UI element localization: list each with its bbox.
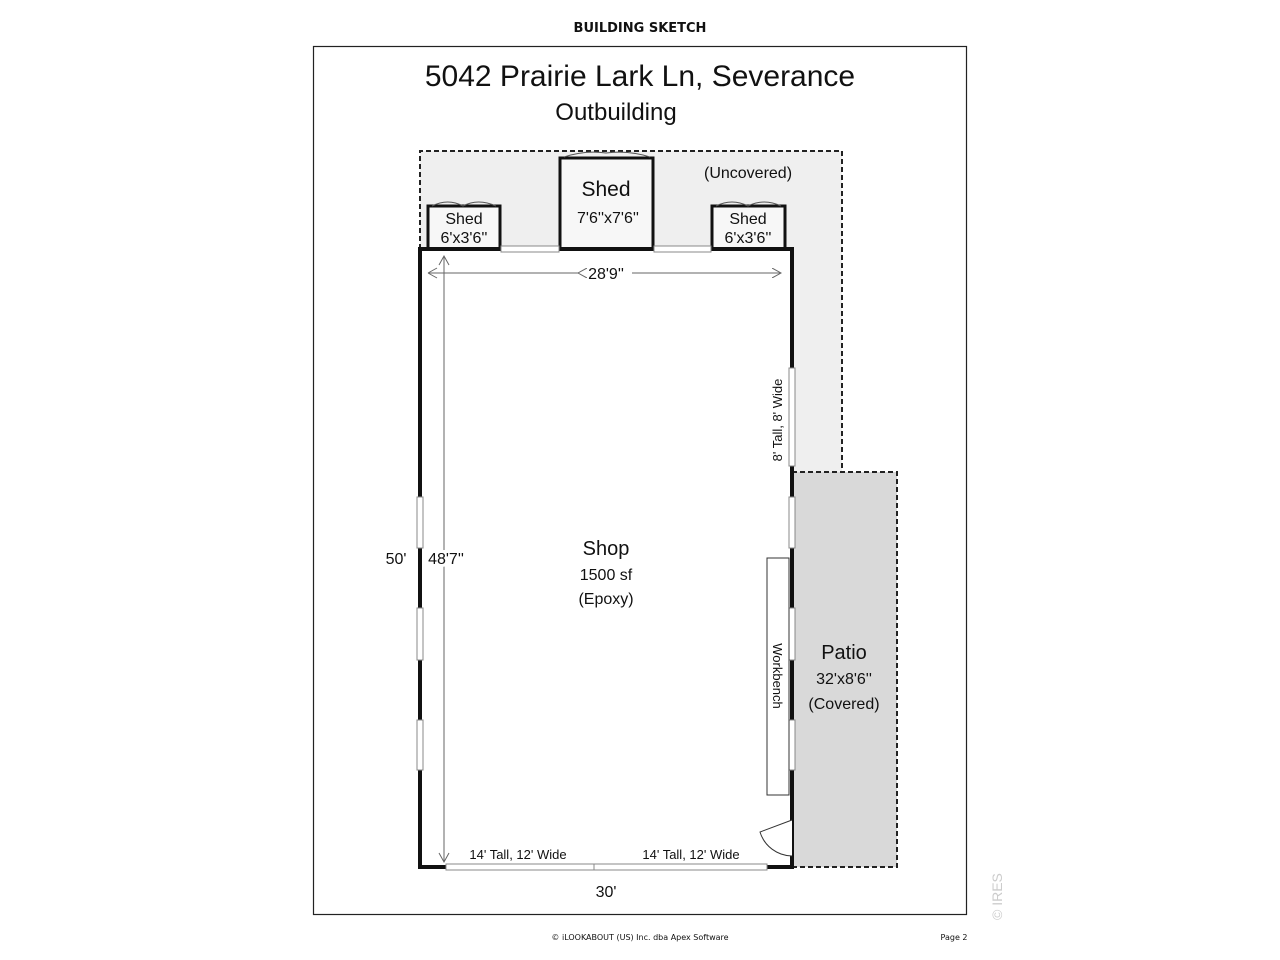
patio-size: 32'x8'6'' [816,671,872,688]
shed-right-size: 6'x3'6'' [725,230,772,247]
page-number: Page 2 [941,933,968,942]
shed-right: Shed 6'x3'6'' [710,201,787,249]
uncovered-label: (Uncovered) [704,165,792,182]
watermark: © IRES [989,873,1005,920]
patio-name: Patio [821,642,867,664]
shop-note: (Epoxy) [578,591,633,608]
exterior-width: 30' [596,884,617,901]
shed-left-size: 6'x3'6'' [441,230,488,247]
sketch-frame [312,45,968,916]
copyright: © iLOOKABOUT (US) Inc. dba Apex Software [551,933,728,942]
shop-walls [418,247,794,869]
interior-width: 28'9'' [588,266,624,283]
shed-left-name: Shed [445,211,482,228]
shed-center-size: 7'6''x7'6'' [577,210,639,227]
exterior-length: 50' [386,551,407,568]
side-door-label: 8' Tall, 8' Wide [770,379,785,462]
uncovered-outline [419,150,843,472]
shop-area: 1500 sf [580,567,633,584]
interior-length: 48'7'' [428,551,464,568]
workbench [766,557,790,796]
shop-name: Shop [583,538,630,560]
shed-left: Shed 6'x3'6'' [426,201,502,249]
openings [416,245,796,871]
workbench-label: Workbench [770,643,785,709]
shed-center-name: Shed [581,178,630,201]
patio-note: (Covered) [808,696,879,713]
shed-center: Shed 7'6''x7'6'' [558,151,655,249]
patio-area [791,471,898,868]
door-icon [759,819,793,857]
garage-door-1-label: 14' Tall, 12' Wide [469,847,566,862]
building-type: Outbuilding [555,99,676,126]
shed-right-name: Shed [729,211,766,228]
page-header: BUILDING SKETCH [574,21,707,36]
address-title: 5042 Prairie Lark Ln, Severance [425,60,855,93]
garage-door-2-label: 14' Tall, 12' Wide [642,847,739,862]
